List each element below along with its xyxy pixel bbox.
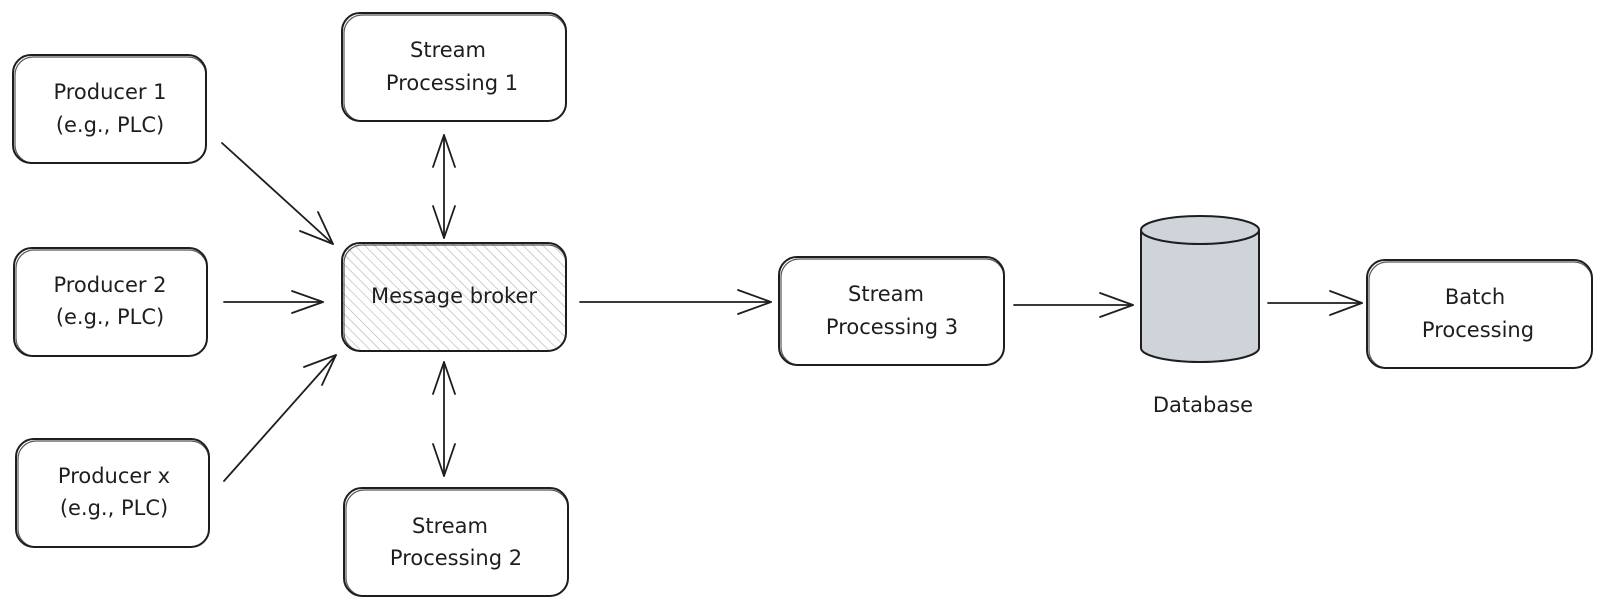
edge-producer-1-to-broker xyxy=(221,142,334,245)
stream-processing-3-line-1: Stream xyxy=(848,282,924,306)
node-producer-x: Producer x (e.g., PLC) xyxy=(15,438,210,548)
edge-stream-processing-3-to-database xyxy=(1013,292,1134,318)
node-message-broker: Message broker xyxy=(341,242,567,352)
edge-producer-x-to-broker xyxy=(223,354,337,482)
node-stream-processing-1: Stream Processing 1 xyxy=(341,12,567,122)
producer-x-title: Producer x xyxy=(58,464,170,488)
stream-processing-3-line-2: Processing 3 xyxy=(826,315,958,339)
edge-broker-stream-processing-2 xyxy=(432,361,456,477)
edge-producer-2-to-broker xyxy=(223,290,324,314)
edge-database-to-batch-processing xyxy=(1267,290,1363,316)
node-producer-1: Producer 1 (e.g., PLC) xyxy=(12,54,207,164)
node-stream-processing-2: Stream Processing 2 xyxy=(343,487,569,597)
node-producer-2: Producer 2 (e.g., PLC) xyxy=(13,247,208,357)
producer-1-subtitle: (e.g., PLC) xyxy=(56,113,164,137)
stream-processing-2-line-2: Processing 2 xyxy=(390,546,522,570)
batch-processing-line-1: Batch xyxy=(1445,285,1505,309)
batch-processing-line-2: Processing xyxy=(1422,318,1534,342)
database-label: Database xyxy=(1153,393,1253,417)
message-broker-label: Message broker xyxy=(371,284,537,308)
producer-2-title: Producer 2 xyxy=(53,273,166,297)
producer-x-subtitle: (e.g., PLC) xyxy=(60,496,168,520)
producer-2-subtitle: (e.g., PLC) xyxy=(56,305,164,329)
node-database: Database xyxy=(1140,215,1260,417)
edge-broker-to-stream-processing-3 xyxy=(579,289,772,315)
node-batch-processing: Batch Processing xyxy=(1366,259,1593,369)
stream-processing-1-line-1: Stream xyxy=(410,38,486,62)
edge-broker-stream-processing-1 xyxy=(432,134,456,239)
stream-processing-1-line-2: Processing 1 xyxy=(386,71,518,95)
edges xyxy=(221,134,1363,482)
node-stream-processing-3: Stream Processing 3 xyxy=(778,256,1005,366)
producer-1-title: Producer 1 xyxy=(53,80,166,104)
stream-processing-2-line-1: Stream xyxy=(412,514,488,538)
